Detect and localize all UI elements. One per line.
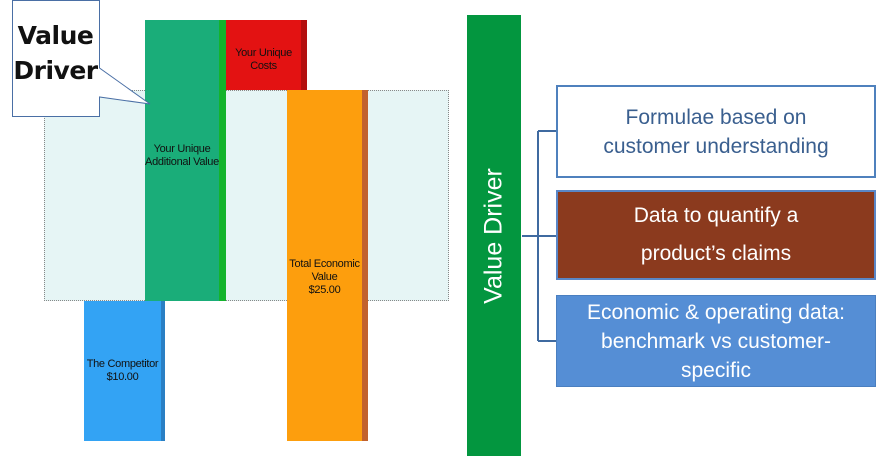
tev-value: $25.00 xyxy=(308,284,341,296)
callout-text: Value Driver xyxy=(12,18,99,88)
driver-item-formulae: Formulae based on customer understanding xyxy=(556,85,876,178)
economic-line3: specific xyxy=(680,358,752,382)
callout-shape xyxy=(12,0,151,117)
claims-line1: Data to quantify a xyxy=(633,204,799,227)
competitor-value: $10.00 xyxy=(106,371,139,383)
economic-line1: Economic & operating data: xyxy=(587,300,845,324)
costs-line2: Costs xyxy=(250,60,277,72)
callout-line1: Value xyxy=(17,21,94,50)
costs-line1: Your Unique xyxy=(235,47,292,59)
formulae-line2: customer understanding xyxy=(603,134,829,158)
callout-line2: Driver xyxy=(13,56,98,85)
claims-line2: product’s claims xyxy=(640,242,792,265)
driver-item-data-claims-label: Data to quantify a product’s claims xyxy=(634,197,799,273)
competitor-label: The Competitor$10.00 xyxy=(87,358,159,384)
economic-line2: benchmark vs customer- xyxy=(601,329,831,353)
driver-item-economic-data-label: Economic & operating data: benchmark vs c… xyxy=(587,298,845,385)
driver-item-formulae-label: Formulae based on customer understanding xyxy=(603,103,828,161)
tev-line2: Value xyxy=(311,271,338,283)
formulae-line1: Formulae based on xyxy=(625,105,807,129)
competitor-name: The Competitor xyxy=(86,358,159,370)
driver-item-data-claims: Data to quantify a product’s claims xyxy=(556,190,876,280)
tev-line1: Total Economic xyxy=(289,258,360,270)
bar-competitor: The Competitor$10.00 xyxy=(84,301,165,441)
bar-additional-value: Your Unique Additional Value xyxy=(145,20,226,301)
bar-additional-value-label: Your Unique Additional Value xyxy=(145,142,219,168)
value-band xyxy=(44,90,449,301)
driver-item-economic-data: Economic & operating data: benchmark vs c… xyxy=(556,295,876,387)
value-driver-root: Value Driver xyxy=(467,15,521,456)
